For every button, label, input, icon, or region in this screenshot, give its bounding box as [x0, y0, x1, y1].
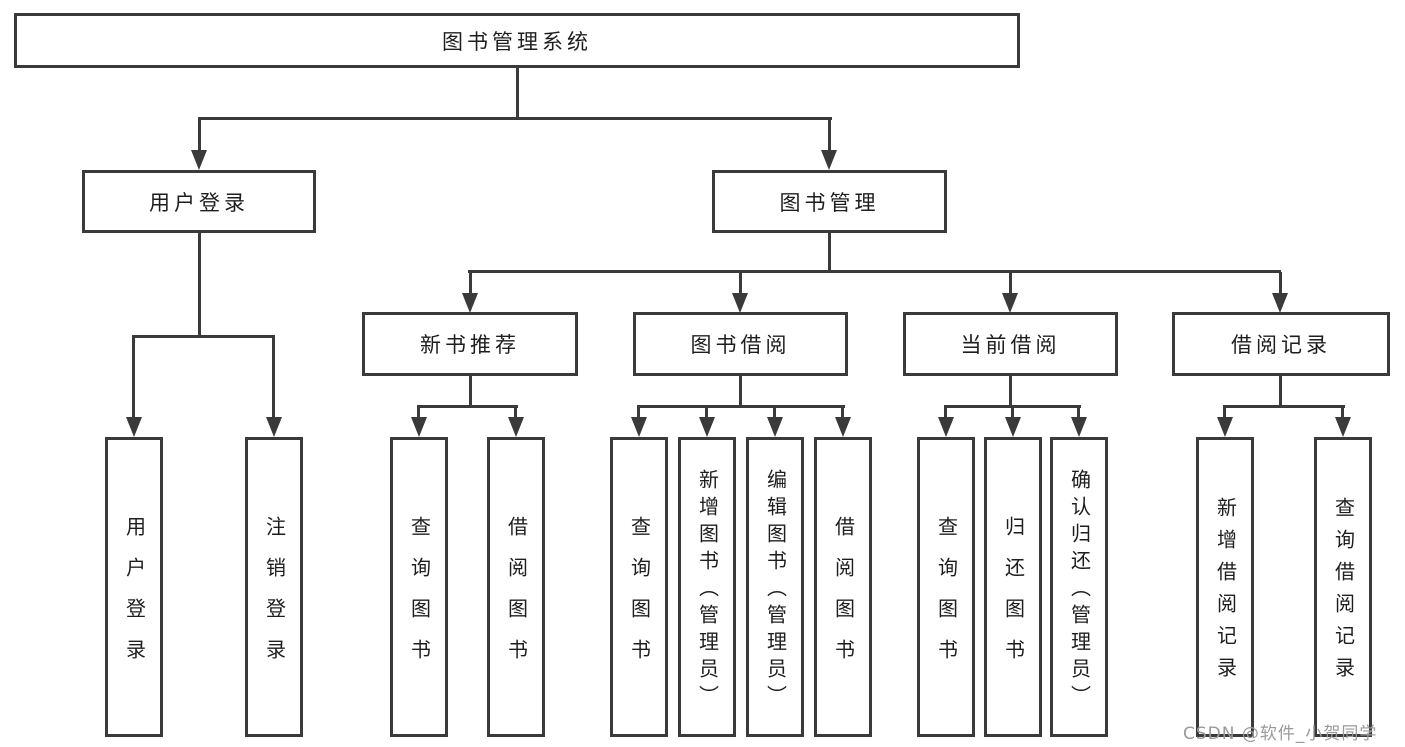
connector-line	[469, 376, 472, 405]
connector-line	[198, 117, 832, 120]
leaf-bb-borrow-books: 借阅图书	[814, 437, 872, 737]
node-book-management-label: 图书管理	[779, 190, 880, 215]
node-borrowing-records-label: 借阅记录	[1231, 333, 1331, 357]
connector-line	[1279, 376, 1282, 405]
connector-line	[198, 233, 201, 335]
leaf-cb-return-books: 归还图书	[984, 437, 1042, 737]
connector-line	[739, 376, 742, 405]
arrowhead-down	[411, 417, 427, 437]
connector-line	[132, 336, 135, 417]
leaf-bb-add-books-admin: 新增图书（管理员）	[678, 437, 736, 737]
connector-line	[1279, 272, 1282, 293]
leaf-cb-query-books: 查询图书	[917, 437, 975, 737]
connector-line	[1009, 272, 1012, 293]
node-new-book-recommendation: 新书推荐	[362, 312, 578, 376]
arrowhead-down	[126, 417, 142, 437]
connector-line	[1011, 407, 1014, 417]
arrowhead-down	[821, 150, 837, 170]
leaf-bb-query-books: 查询图书	[610, 437, 668, 737]
arrowhead-down	[462, 293, 478, 313]
connector-line	[198, 118, 201, 150]
connector-line	[272, 336, 275, 417]
connector-line	[1223, 407, 1226, 417]
leaf-nbr-query-books-label: 查询图书	[407, 515, 432, 680]
leaf-br-add-borrow-record: 新增借阅记录	[1196, 437, 1254, 737]
leaf-bb-edit-books-admin-label: 编辑图书（管理员）	[763, 469, 788, 712]
node-book-management: 图书管理	[712, 170, 947, 233]
connector-line	[637, 407, 640, 417]
connector-line	[944, 405, 1081, 408]
arrowhead-down	[631, 417, 647, 437]
connector-line	[1009, 376, 1012, 405]
leaf-bb-edit-books-admin: 编辑图书（管理员）	[746, 437, 804, 737]
leaf-cb-query-books-label: 查询图书	[934, 515, 959, 680]
leaf-nbr-query-books: 查询图书	[390, 437, 448, 737]
node-library-system: 图书管理系统	[14, 13, 1020, 68]
connector-line	[944, 407, 947, 417]
node-borrowing-records: 借阅记录	[1172, 312, 1390, 376]
connector-line	[739, 272, 742, 293]
leaf-nbr-borrow-books: 借阅图书	[487, 437, 545, 737]
connector-line	[841, 407, 844, 417]
connector-line	[468, 270, 1281, 273]
arrowhead-down	[266, 417, 282, 437]
leaf-cb-return-books-label: 归还图书	[1001, 515, 1026, 680]
node-new-book-recommendation-label: 新书推荐	[420, 333, 520, 357]
connector-line	[516, 68, 519, 117]
leaf-cb-confirm-return-admin-label: 确认归还（管理员）	[1067, 469, 1092, 712]
csdn-watermark: CSDN @软件_小贺同学	[1183, 724, 1378, 744]
leaf-br-query-borrow-record: 查询借阅记录	[1314, 437, 1372, 737]
node-book-borrowing: 图书借阅	[633, 312, 848, 376]
leaf-bb-add-books-admin-label: 新增图书（管理员）	[695, 469, 720, 712]
node-book-borrowing-label: 图书借阅	[690, 333, 791, 357]
arrowhead-down	[508, 417, 524, 437]
node-current-borrowing-label: 当前借阅	[960, 333, 1061, 357]
node-user-login-label: 用户登录	[149, 190, 249, 215]
connector-line	[828, 118, 831, 150]
connector-line	[514, 407, 517, 417]
arrowhead-down	[938, 417, 954, 437]
connector-line	[469, 272, 472, 293]
arrowhead-down	[1217, 417, 1233, 437]
node-user-login: 用户登录	[82, 170, 316, 233]
arrowhead-down	[1272, 293, 1288, 313]
node-current-borrowing: 当前借阅	[903, 312, 1118, 376]
connector-line	[132, 335, 275, 338]
arrowhead-down	[1335, 417, 1351, 437]
connector-line	[705, 407, 708, 417]
arrowhead-down	[699, 417, 715, 437]
connector-line	[1223, 405, 1345, 408]
connector-line	[1077, 407, 1080, 417]
leaf-bb-query-books-label: 查询图书	[627, 515, 652, 680]
leaf-br-query-borrow-record-label: 查询借阅记录	[1331, 497, 1356, 689]
connector-line	[417, 405, 518, 408]
connector-line	[417, 407, 420, 417]
arrowhead-down	[767, 417, 783, 437]
connector-line	[828, 233, 831, 270]
arrowhead-down	[835, 417, 851, 437]
leaf-br-add-borrow-record-label: 新增借阅记录	[1213, 497, 1238, 689]
arrowhead-down	[1071, 417, 1087, 437]
leaf-logout-login: 注销登录	[245, 437, 303, 737]
arrowhead-down	[191, 150, 207, 170]
arrowhead-down	[1002, 293, 1018, 313]
leaf-cb-confirm-return-admin: 确认归还（管理员）	[1050, 437, 1108, 737]
arrowhead-down	[1005, 417, 1021, 437]
leaf-user-login-label: 用户登录	[122, 515, 147, 680]
arrowhead-down	[732, 293, 748, 313]
leaf-logout-login-label: 注销登录	[262, 515, 287, 680]
connector-line	[637, 405, 845, 408]
connector-line	[1341, 407, 1344, 417]
node-library-system-label: 图书管理系统	[442, 29, 592, 54]
connector-line	[773, 407, 776, 417]
leaf-nbr-borrow-books-label: 借阅图书	[504, 515, 529, 680]
leaf-user-login: 用户登录	[105, 437, 163, 737]
leaf-bb-borrow-books-label: 借阅图书	[831, 515, 856, 680]
